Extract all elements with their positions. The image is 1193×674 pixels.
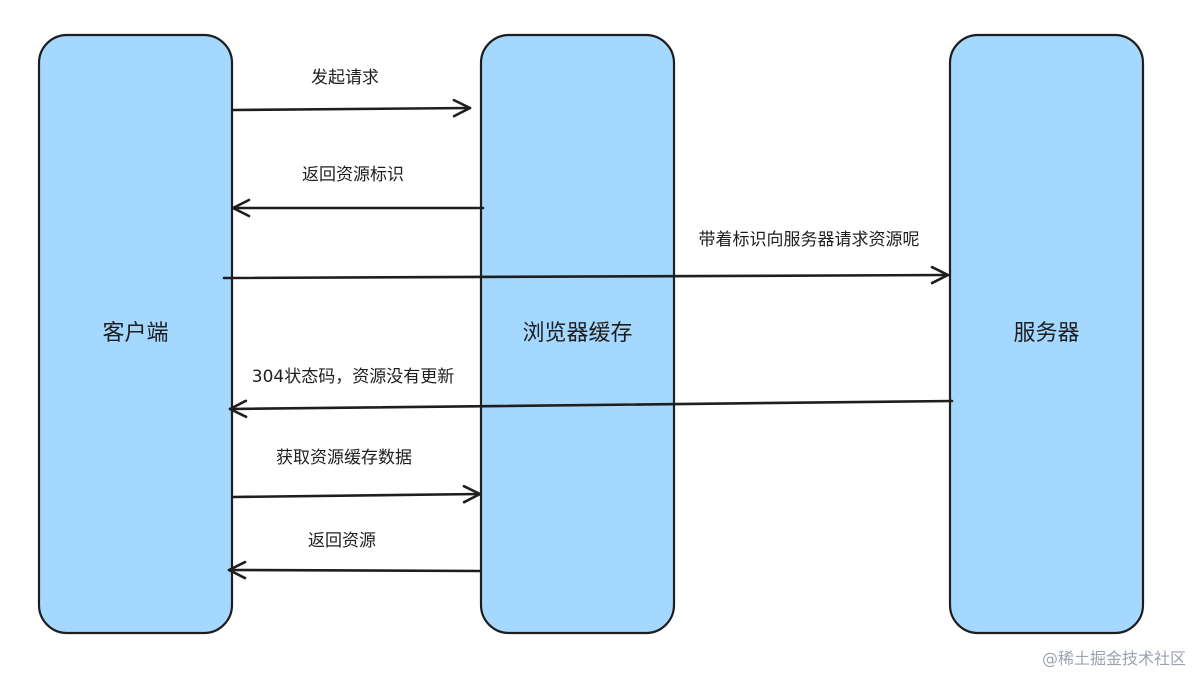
arrow-request-server (222, 265, 950, 285)
arrow-request (231, 98, 472, 118)
actor-cache-label: 浏览器缓存 (522, 321, 632, 346)
label-request: 发起请求 (311, 68, 379, 88)
actor-cache-box (479, 33, 676, 635)
message-304: 304状态码，资源没有更新 (228, 367, 954, 419)
label-get-cache: 获取资源缓存数据 (276, 448, 412, 468)
label-return-identifier: 返回资源标识 (302, 165, 404, 185)
actor-server: 服务器 (948, 33, 1145, 635)
message-request-server: 带着标识向服务器请求资源呢 (222, 230, 950, 285)
arrow-304 (228, 399, 954, 419)
label-request-server: 带着标识向服务器请求资源呢 (699, 230, 920, 250)
message-get-cache: 获取资源缓存数据 (231, 448, 482, 504)
actor-client-label: 客户端 (102, 321, 168, 346)
actor-server-box (948, 33, 1145, 635)
actor-client-box (37, 33, 234, 635)
message-request: 发起请求 (231, 68, 472, 118)
message-return-resource: 返回资源 (227, 531, 482, 580)
watermark-text: @稀土掘金技术社区 (1042, 649, 1186, 668)
message-return-identifier: 返回资源标识 (231, 165, 485, 218)
arrow-get-cache (231, 484, 482, 504)
arrow-return-resource (227, 560, 482, 580)
actor-client: 客户端 (37, 33, 234, 635)
actor-server-label: 服务器 (1013, 321, 1079, 346)
actor-cache: 浏览器缓存 (479, 33, 676, 635)
label-return-resource: 返回资源 (308, 531, 376, 551)
label-304: 304状态码，资源没有更新 (252, 367, 454, 387)
